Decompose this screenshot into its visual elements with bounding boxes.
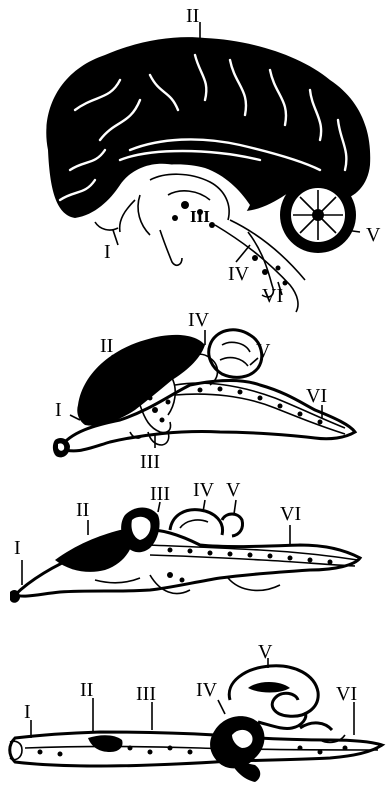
mammal-brain-panel: IV V II I VI III bbox=[53, 309, 355, 473]
human-label-ii: II bbox=[186, 5, 199, 27]
human-label-v: V bbox=[366, 224, 381, 246]
human-label-iii: III bbox=[190, 207, 210, 226]
fish-label-iv: IV bbox=[196, 679, 218, 701]
reptile-brain-panel: II III IV V VI I bbox=[10, 479, 360, 603]
mammal-label-iii: III bbox=[140, 451, 160, 473]
mammal-label-i: I bbox=[55, 399, 62, 421]
fish-telencephalon bbox=[88, 735, 123, 752]
fish-label-v: V bbox=[258, 641, 273, 663]
human-brain-panel: II I III IV VI V bbox=[46, 5, 381, 312]
mammal-label-iv: IV bbox=[188, 309, 210, 331]
mammal-label-v: V bbox=[256, 340, 271, 362]
reptile-label-v: V bbox=[226, 479, 241, 501]
human-label-vi: VI bbox=[262, 285, 283, 307]
human-label-iv: IV bbox=[228, 263, 250, 285]
reptile-label-iv: IV bbox=[193, 479, 215, 501]
fish-brain-panel: V IV VI I II III bbox=[10, 641, 382, 782]
fish-label-vi: VI bbox=[336, 683, 357, 705]
reptile-cerebrum bbox=[55, 530, 133, 572]
fish-label-iii: III bbox=[136, 683, 156, 705]
reptile-label-vi: VI bbox=[280, 503, 301, 525]
reptile-label-i: I bbox=[14, 537, 21, 559]
human-label-i: I bbox=[104, 241, 111, 263]
mammal-label-ii: II bbox=[100, 335, 113, 357]
reptile-label-ii: II bbox=[76, 499, 89, 521]
fish-label-i: I bbox=[24, 701, 31, 723]
mammal-label-vi: VI bbox=[306, 385, 327, 407]
fish-label-ii: II bbox=[80, 679, 93, 701]
reptile-label-iii: III bbox=[150, 483, 170, 505]
